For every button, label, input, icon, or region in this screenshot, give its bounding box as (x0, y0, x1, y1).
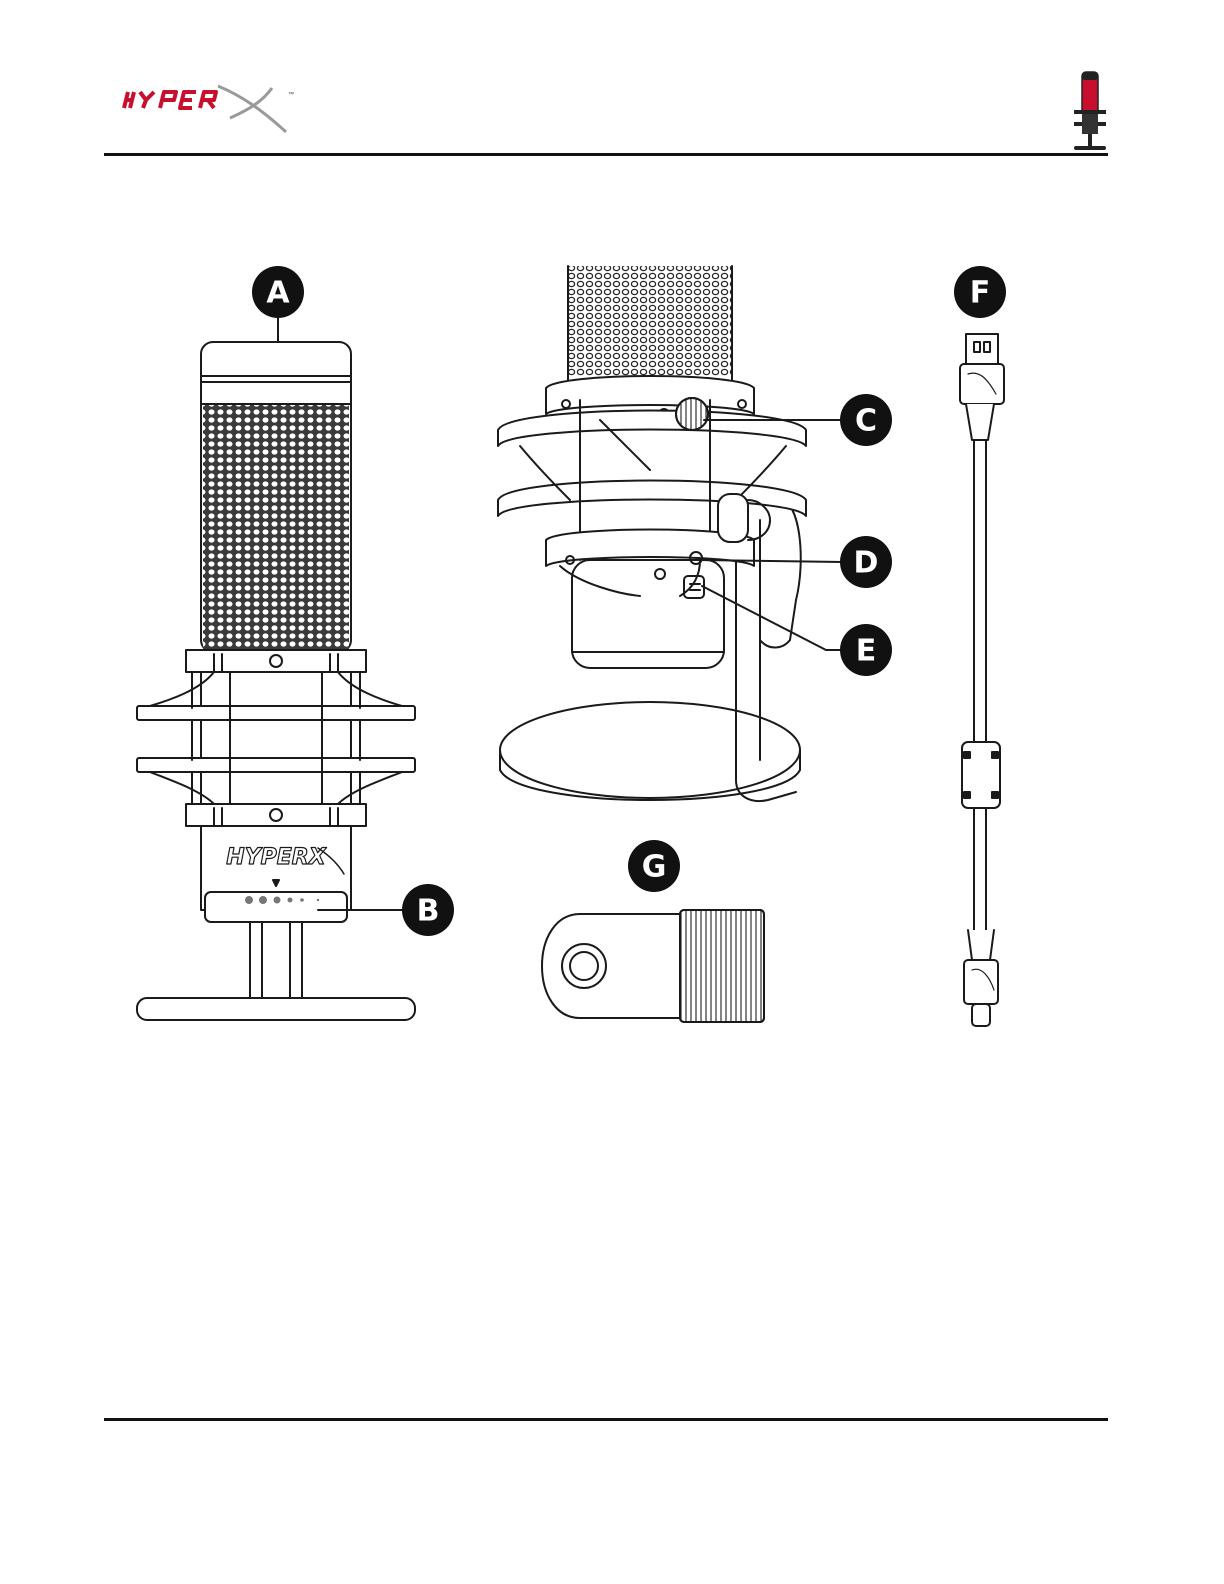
callout-d: D (840, 536, 892, 588)
callout-g: G (628, 840, 680, 892)
mount-adapter (542, 910, 764, 1022)
callout-d-label: D (854, 546, 879, 581)
footer-divider (104, 1418, 1108, 1421)
callout-b: B (402, 884, 454, 936)
mic-brand-text: HYPERX (226, 845, 326, 870)
microphone-front-view: HYPERX (137, 342, 415, 1020)
microphone-angled-view (498, 266, 806, 801)
callout-f: F (954, 266, 1006, 318)
callout-a: A (252, 266, 304, 318)
callout-c: C (840, 394, 892, 446)
callout-a-label: A (266, 276, 290, 311)
callout-e-label: E (856, 634, 877, 669)
callout-f-label: F (970, 276, 991, 311)
usb-cable (960, 334, 1004, 1026)
callout-b-label: B (417, 894, 440, 929)
callout-c-label: C (855, 404, 877, 439)
callout-g-label: G (642, 850, 667, 885)
callout-e: E (840, 624, 892, 676)
